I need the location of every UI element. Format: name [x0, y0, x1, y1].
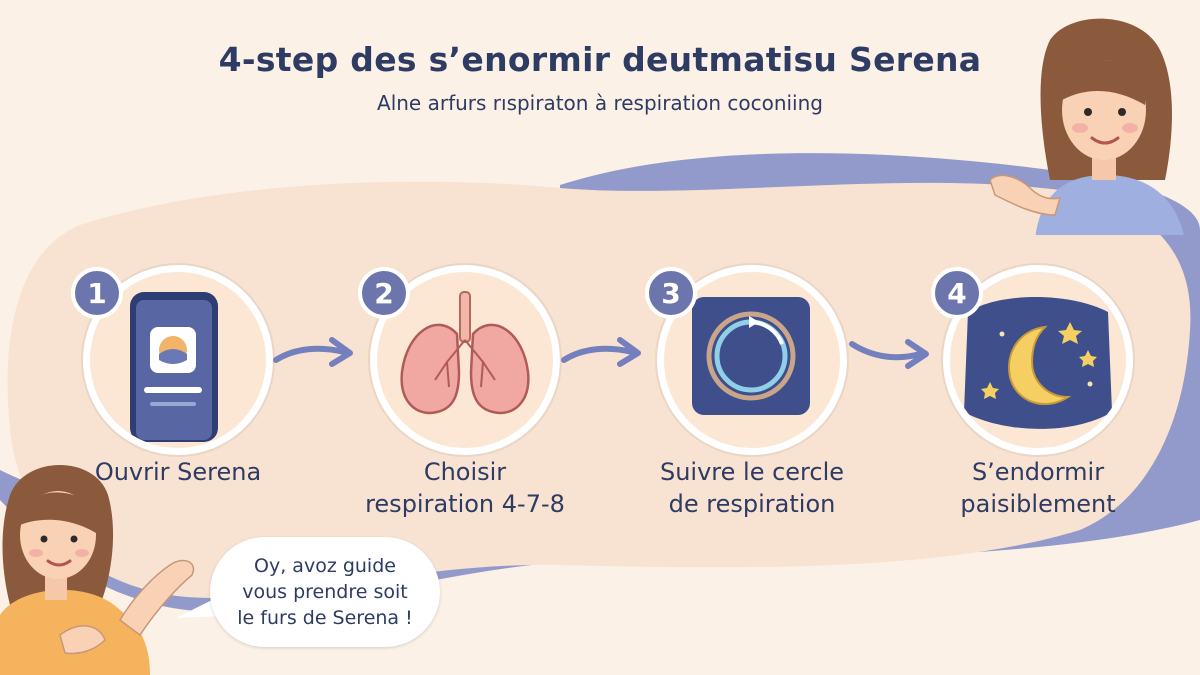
- step-1: 1: [71, 265, 273, 455]
- arrow-1-to-2: [273, 337, 353, 367]
- step-3: 3: [645, 265, 847, 455]
- speech-line-2: vous prendre soit: [242, 581, 408, 603]
- breathing-circle-icon: [692, 297, 810, 415]
- step-4: 4: [931, 265, 1133, 455]
- arrow-3-to-4: [849, 339, 929, 369]
- step-4-badge: 4: [931, 267, 983, 319]
- step-2: 2: [358, 265, 560, 455]
- step-4-label: S’endormir paisiblement: [960, 458, 1116, 518]
- guide-character-bottom-left: [0, 465, 195, 675]
- step-3-label: Suivre le cercle de respiration: [659, 458, 845, 518]
- speech-line-3: le furs de Serena !: [237, 607, 413, 629]
- guide-character-top-right: [989, 18, 1184, 235]
- peach-blob: [7, 181, 1191, 598]
- page-subtitle: Alne arfurs rıspiraton à respiration coc…: [377, 91, 823, 115]
- speech-line-1: Oy, avoz guide: [254, 555, 396, 577]
- smartphone-app-icon: [130, 292, 218, 442]
- lungs-icon: [400, 291, 530, 415]
- step-1-label: Ouvrir Serena: [94, 458, 262, 486]
- page-title: 4-step des s’enormir deutmatisu Serena: [218, 40, 982, 79]
- moon-stars-icon: [964, 297, 1112, 429]
- step-2-badge: 2: [358, 267, 410, 319]
- step-3-badge: 3: [645, 267, 697, 319]
- arrow-2-to-3: [561, 337, 641, 367]
- step-1-badge: 1: [71, 267, 123, 319]
- step-1-circle: [83, 265, 273, 455]
- speech-bubble: Oy, avoz guide vous prendre soit le furs…: [210, 537, 440, 647]
- step-2-label: Choisir respiration 4-7-8: [365, 458, 565, 518]
